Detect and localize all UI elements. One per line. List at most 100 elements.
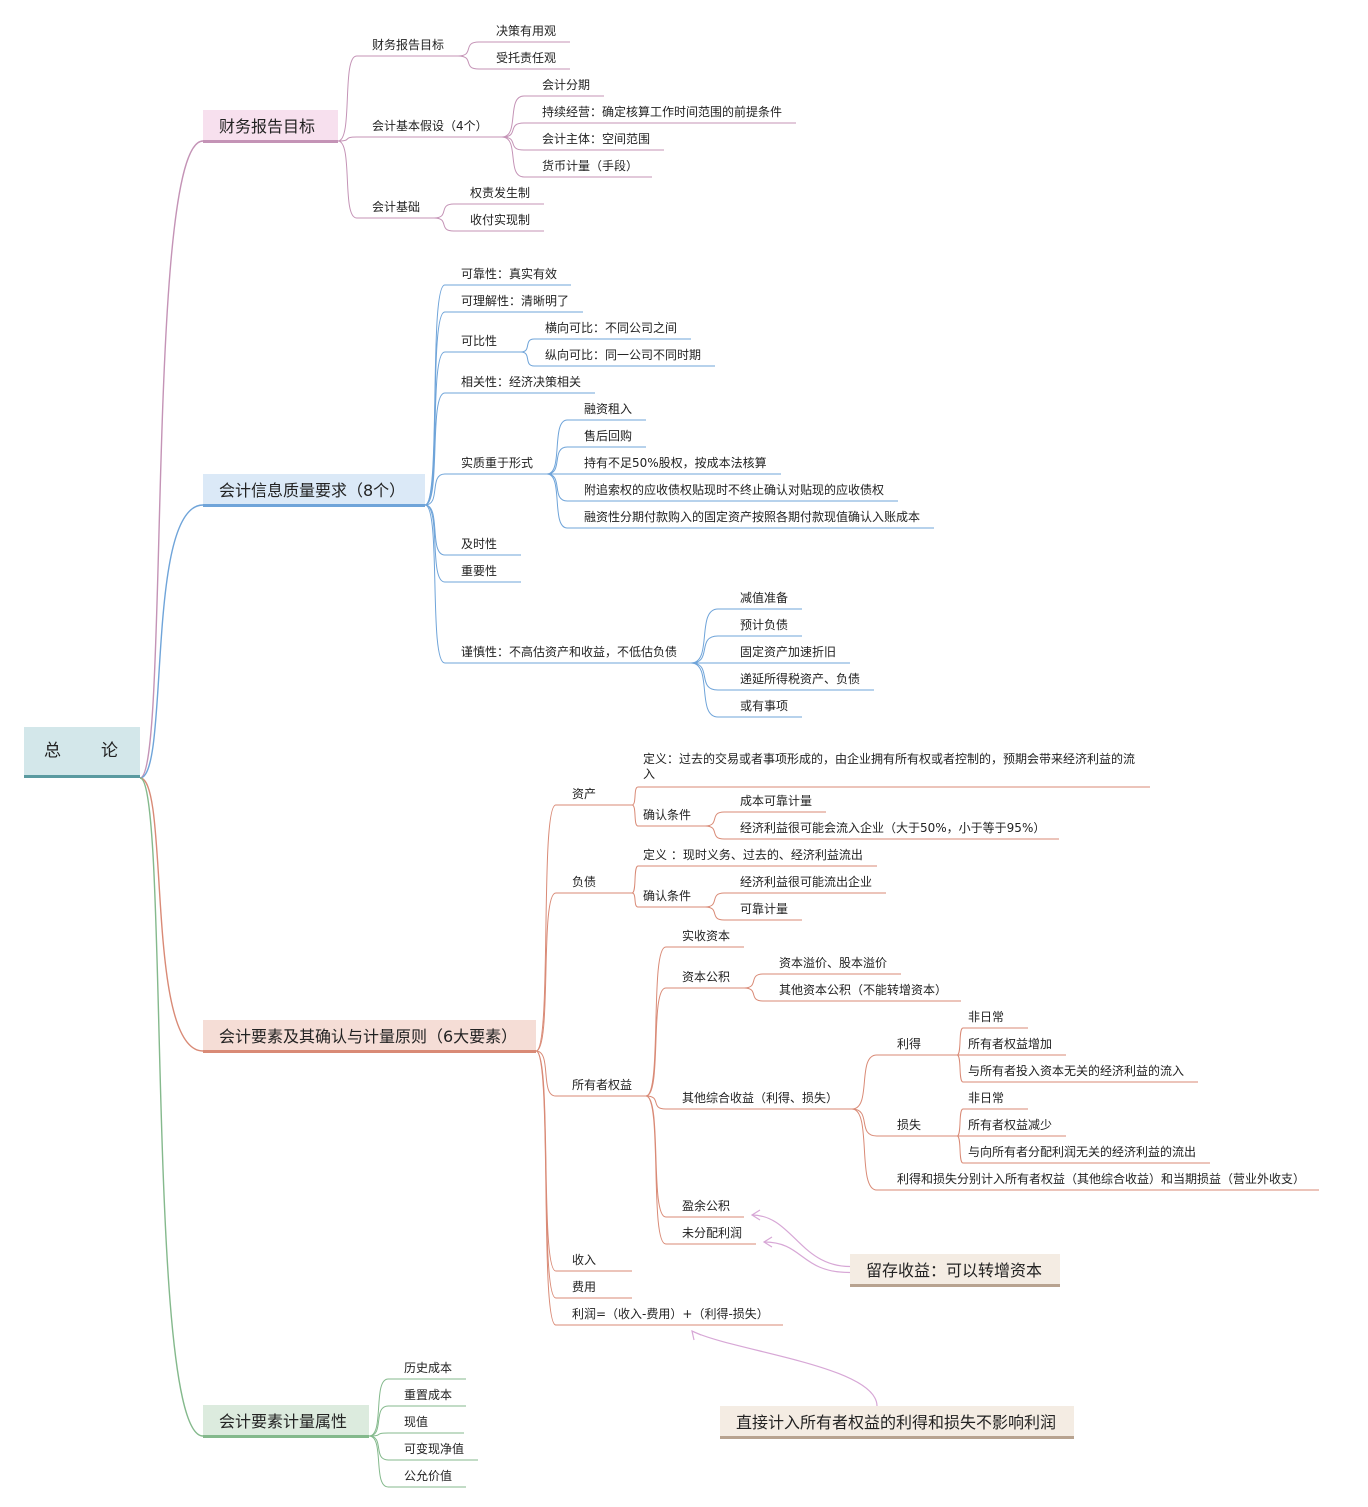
leaf-undistributed-profit[interactable]: 未分配利润: [682, 1226, 743, 1240]
leaf-finance-lease[interactable]: 融资租入: [584, 402, 633, 416]
topic-substance-over-form[interactable]: 实质重于形式: [461, 456, 534, 470]
leaf-sale-leaseback[interactable]: 售后回购: [584, 429, 633, 443]
edge-topic-substance-over-form: [424, 473, 461, 506]
leaf-impairment[interactable]: 减值准备: [740, 591, 789, 605]
leaf-surplus-reserve[interactable]: 盈余公积: [682, 1199, 731, 1213]
leaf-loss-outflow[interactable]: 与向所有者分配利润无关的经济利益的流出: [968, 1145, 1197, 1159]
edge-leaf-paid-in-capital: [645, 946, 682, 1097]
edge-leaf-gains-losses-note: [851, 1108, 897, 1191]
leaf-expense[interactable]: 费用: [572, 1280, 597, 1294]
leaf-profit-formula[interactable]: 利润=（收入-费用）+（利得-损失）: [572, 1307, 769, 1321]
branch-financial-report-objective[interactable]: 财务报告目标: [203, 110, 338, 143]
leaf-horizontal[interactable]: 横向可比：不同公司之间: [545, 321, 678, 335]
leaf-understandability[interactable]: 可理解性：清晰明了: [461, 294, 570, 308]
edge-leaf-liability-definition: [631, 865, 643, 894]
edge-leaf-historical-cost: [368, 1378, 404, 1437]
leaf-reliability[interactable]: 可靠性：真实有效: [461, 267, 558, 281]
leaf-decision-useful[interactable]: 决策有用观: [496, 24, 557, 38]
callout-direct-equity[interactable]: 直接计入所有者权益的利得和损失不影响利润: [720, 1406, 1074, 1439]
leaf-timeliness[interactable]: 及时性: [461, 537, 498, 551]
edge-branch-quality-requirements: [139, 504, 204, 779]
edge-leaf-expense: [535, 1050, 572, 1299]
topic-owners-equity[interactable]: 所有者权益: [572, 1078, 633, 1092]
leaf-deferred-tax[interactable]: 递延所得税资产、负债: [740, 672, 861, 686]
edge-branch-measurement-attributes: [139, 777, 204, 1437]
leaf-vertical[interactable]: 纵向可比：同一公司不同时期: [545, 348, 702, 362]
leaf-gain-equity-increase[interactable]: 所有者权益增加: [968, 1037, 1053, 1051]
callout-retained-earnings[interactable]: 留存收益：可以转增资本: [850, 1254, 1060, 1287]
topic-accounting-basis[interactable]: 会计基础: [372, 200, 421, 214]
topic-comparability[interactable]: 可比性: [461, 334, 498, 348]
leaf-gain-inflow[interactable]: 与所有者投入资本无关的经济利益的流入: [968, 1064, 1185, 1078]
leaf-entity[interactable]: 会计主体：空间范围: [542, 132, 651, 146]
topic-asset[interactable]: 资产: [572, 787, 597, 801]
edge-leaf-revenue: [535, 1050, 572, 1272]
edge-topic-gains: [851, 1054, 897, 1110]
leaf-capital-premium[interactable]: 资本溢价、股本溢价: [779, 956, 888, 970]
edge-leaf-liability-reliable: [704, 906, 740, 921]
leaf-historical-cost[interactable]: 历史成本: [404, 1361, 453, 1375]
edge-leaf-asset-benefit-inflow: [704, 825, 740, 840]
edge-leaf-horizontal: [520, 338, 545, 353]
leaf-loss-equity-decrease[interactable]: 所有者权益减少: [968, 1118, 1053, 1132]
branch-accounting-elements[interactable]: 会计要素及其确认与计量原则（6大要素）: [203, 1020, 536, 1053]
edge-leaf-reliability: [424, 284, 461, 506]
edge-leaf-contingency: [690, 662, 740, 718]
leaf-gain-non-routine[interactable]: 非日常: [968, 1010, 1005, 1024]
branch-quality-requirements[interactable]: 会计信息质量要求（8个）: [203, 474, 425, 507]
leaf-going-concern[interactable]: 持续经营：确定核算工作时间范围的前提条件: [542, 105, 783, 119]
topic-losses[interactable]: 损失: [897, 1118, 922, 1132]
topic-oci[interactable]: 其他综合收益（利得、损失）: [682, 1091, 839, 1105]
leaf-installment[interactable]: 融资性分期付款购入的固定资产按照各期付款现值确认入账成本: [584, 510, 921, 524]
leaf-fair-value[interactable]: 公允价值: [404, 1469, 453, 1483]
leaf-recourse[interactable]: 附追索权的应收债权贴现时不终止确认对贴现的应收债权: [584, 483, 885, 497]
leaf-stewardship[interactable]: 受托责任观: [496, 51, 557, 65]
leaf-present-value[interactable]: 现值: [404, 1415, 429, 1429]
leaf-replacement-cost[interactable]: 重置成本: [404, 1388, 453, 1402]
edge-leaf-liability-outflow: [704, 892, 740, 908]
edge-topic-asset-recognition: [631, 804, 643, 827]
leaf-net-realizable-value[interactable]: 可变现净值: [404, 1442, 465, 1456]
root-node[interactable]: 总 论: [24, 727, 140, 778]
edge-leaf-materiality: [424, 504, 461, 583]
leaf-materiality[interactable]: 重要性: [461, 564, 498, 578]
leaf-relevance[interactable]: 相关性：经济决策相关: [461, 375, 582, 389]
edge-topic-owners-equity: [535, 1050, 572, 1097]
leaf-liability-definition[interactable]: 定义 ：现时义务、过去的、经济利益流出: [643, 848, 863, 862]
leaf-period[interactable]: 会计分期: [542, 78, 591, 92]
topic-liability-recognition[interactable]: 确认条件: [643, 889, 692, 903]
leaf-cost-method[interactable]: 持有不足50%股权，按成本法核算: [584, 456, 767, 470]
leaf-cash-basis[interactable]: 收付实现制: [470, 213, 531, 227]
edge-topic-prudence: [424, 504, 461, 664]
leaf-accrual[interactable]: 权责发生制: [470, 186, 531, 200]
leaf-accelerated-depreciation[interactable]: 固定资产加速折旧: [740, 645, 837, 659]
leaf-asset-cost-reliable[interactable]: 成本可靠计量: [740, 794, 813, 808]
topic-prudence[interactable]: 谨慎性：不高估资产和收益，不低估负债: [461, 645, 678, 659]
leaf-loss-non-routine[interactable]: 非日常: [968, 1091, 1005, 1105]
topic-basic-assumptions[interactable]: 会计基本假设（4个）: [372, 119, 488, 133]
edge-leaf-impairment: [690, 608, 740, 664]
topic-gains[interactable]: 利得: [897, 1037, 922, 1051]
leaf-asset-definition[interactable]: 定义：过去的交易或者事项形成的，由企业拥有所有权或者控制的，预期会带来经济利益的…: [643, 752, 1136, 781]
leaf-monetary[interactable]: 货币计量（手段）: [542, 159, 639, 173]
leaf-liability-outflow[interactable]: 经济利益很可能流出企业: [740, 875, 873, 889]
leaf-liability-reliable[interactable]: 可靠计量: [740, 902, 789, 916]
topic-report-objective[interactable]: 财务报告目标: [372, 38, 445, 52]
edge-branch-financial-report-objective: [139, 140, 204, 779]
edge-leaf-period: [501, 95, 542, 138]
leaf-revenue[interactable]: 收入: [572, 1253, 597, 1267]
edge-topic-liability: [535, 892, 572, 1052]
leaf-gains-losses-note[interactable]: 利得和损失分别计入所有者权益（其他综合收益）和当期损益（营业外收支）: [897, 1172, 1306, 1186]
leaf-contingency[interactable]: 或有事项: [740, 699, 789, 713]
topic-capital-reserve[interactable]: 资本公积: [682, 970, 731, 984]
arrow-leaf-surplus-reserve: [751, 1214, 851, 1268]
leaf-asset-benefit-inflow[interactable]: 经济利益很可能会流入企业（大于50%，小于等于95%）: [740, 821, 1046, 835]
leaf-provision[interactable]: 预计负债: [740, 618, 789, 632]
edge-leaf-installment: [546, 473, 584, 529]
topic-asset-recognition[interactable]: 确认条件: [643, 808, 692, 822]
edge-topic-comparability: [424, 351, 461, 506]
topic-liability[interactable]: 负债: [572, 875, 597, 889]
branch-measurement-attributes[interactable]: 会计要素计量属性: [203, 1405, 369, 1438]
leaf-other-capital-reserve[interactable]: 其他资本公积（不能转增资本）: [779, 983, 948, 997]
leaf-paid-in-capital[interactable]: 实收资本: [682, 929, 731, 943]
